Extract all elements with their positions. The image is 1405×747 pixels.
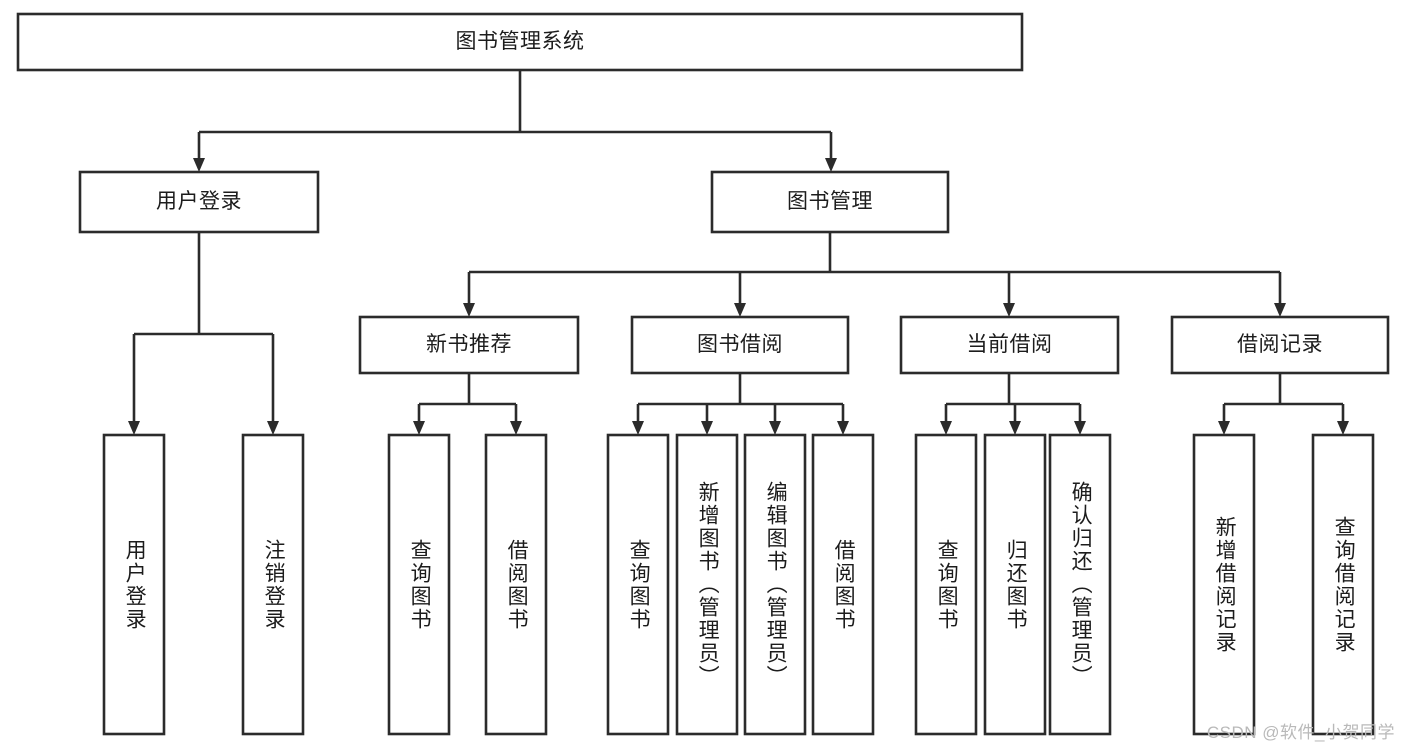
node-box-book-manage[interactable] xyxy=(710,170,950,234)
node-box-leaf-borrow-book-recommend[interactable] xyxy=(484,433,548,736)
arrowhead-leaf-edit-book xyxy=(769,421,781,435)
node-box-leaf-borrow-book[interactable] xyxy=(811,433,875,736)
arrowhead-leaf-query-book-current xyxy=(940,421,952,435)
arrowhead-current-borrow xyxy=(1003,303,1015,317)
node-boxes-layer xyxy=(16,12,1390,736)
node-box-leaf-query-book-recommend[interactable] xyxy=(387,433,451,736)
arrowhead-book-manage xyxy=(825,158,837,172)
node-box-leaf-confirm-return[interactable] xyxy=(1048,433,1112,736)
node-box-leaf-query-borrow-record[interactable] xyxy=(1311,433,1375,736)
arrowhead-new-book-recommend xyxy=(463,303,475,317)
node-box-leaf-edit-book[interactable] xyxy=(743,433,807,736)
node-box-root[interactable] xyxy=(16,12,1024,72)
arrowhead-leaf-confirm-return xyxy=(1074,421,1086,435)
node-box-current-borrow[interactable] xyxy=(899,315,1120,375)
node-box-leaf-add-book[interactable] xyxy=(675,433,739,736)
arrowhead-leaf-add-borrow-record xyxy=(1218,421,1230,435)
arrowhead-leaf-user-logout xyxy=(267,421,279,435)
arrowhead-leaf-query-book-borrow xyxy=(632,421,644,435)
node-box-leaf-user-login[interactable] xyxy=(102,433,166,736)
node-box-leaf-query-book-borrow[interactable] xyxy=(606,433,670,736)
node-box-leaf-add-borrow-record[interactable] xyxy=(1192,433,1256,736)
arrowhead-leaf-user-login xyxy=(128,421,140,435)
arrowhead-leaf-query-book-recommend xyxy=(413,421,425,435)
connector-group xyxy=(128,70,1349,435)
arrowhead-user-login xyxy=(193,158,205,172)
node-box-borrow-record[interactable] xyxy=(1170,315,1390,375)
node-box-leaf-query-book-current[interactable] xyxy=(914,433,978,736)
arrowhead-leaf-return-book xyxy=(1009,421,1021,435)
node-box-leaf-return-book[interactable] xyxy=(983,433,1047,736)
arrowhead-leaf-borrow-book xyxy=(837,421,849,435)
arrowhead-leaf-borrow-book-recommend xyxy=(510,421,522,435)
node-box-leaf-user-logout[interactable] xyxy=(241,433,305,736)
arrowhead-leaf-query-borrow-record xyxy=(1337,421,1349,435)
watermark-text: CSDN @软件_小贺同学 xyxy=(1206,723,1395,742)
node-box-new-book-recommend[interactable] xyxy=(358,315,580,375)
node-box-book-borrow[interactable] xyxy=(630,315,850,375)
arrowhead-borrow-record xyxy=(1274,303,1286,317)
arrowhead-leaf-add-book xyxy=(701,421,713,435)
node-box-user-login[interactable] xyxy=(78,170,320,234)
arrowhead-book-borrow xyxy=(734,303,746,317)
